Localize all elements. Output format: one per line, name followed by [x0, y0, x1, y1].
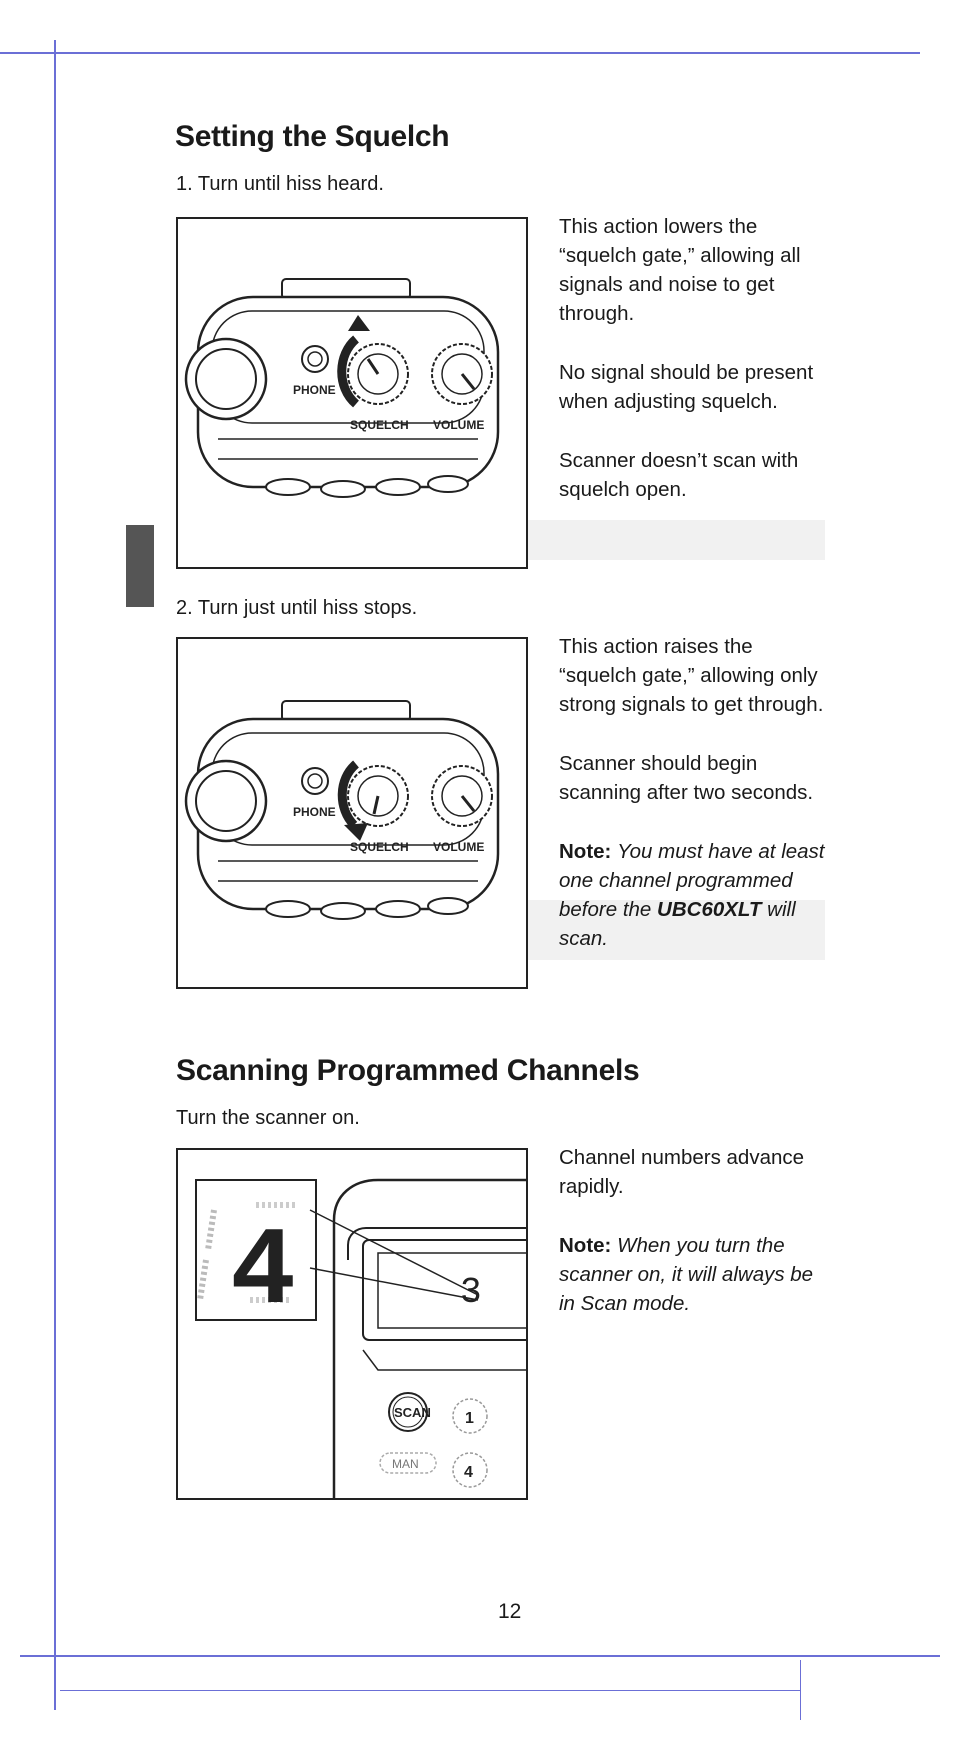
paragraph: Scanner doesn’t scan with squelch open. — [559, 449, 799, 501]
note-text-end: will scan. — [559, 898, 796, 950]
trim-line-right — [800, 1660, 801, 1720]
squelch-label: SQUELCH — [350, 418, 409, 432]
note-label: Note: — [559, 1234, 612, 1257]
paragraph: Channel numbers advance rapidly. — [559, 1146, 805, 1198]
step-1-description: This action lowers the “squelch gate,” a… — [559, 212, 829, 534]
step-2-label: 2. Turn just until hiss stops. — [176, 597, 418, 619]
bleed-through — [485, 900, 825, 960]
section-2-intro: Turn the scanner on. — [176, 1107, 360, 1129]
paragraph: This action raises the “squelch gate,” a… — [559, 635, 824, 716]
page-number: 12 — [498, 1600, 522, 1623]
paragraph: No signal should be present when adjusti… — [559, 361, 814, 413]
paragraph: This action lowers the “squelch gate,” a… — [559, 215, 801, 325]
key-1: 1 — [465, 1410, 474, 1427]
note-text: You must have at least one channel progr… — [559, 840, 825, 921]
note-label: Note: — [559, 840, 612, 863]
trim-line-bottom — [20, 1655, 940, 1657]
figure-squelch-open: PHONE SQUELCH VOLUME — [176, 217, 528, 569]
key-4: 4 — [464, 1464, 473, 1481]
note-text: When you turn the scanner on, it will al… — [559, 1234, 814, 1315]
trim-line-left — [54, 40, 56, 1710]
man-key: MAN — [392, 1457, 419, 1471]
scan-key: SCAN — [394, 1405, 431, 1420]
step-1-label: 1. Turn until hiss heard. — [176, 173, 384, 195]
figure-squelch-closed: PHONE SQUELCH VOLUME — [176, 637, 528, 989]
volume-label: VOLUME — [433, 840, 484, 854]
note-paragraph: Note: You must have at least one channel… — [559, 837, 829, 953]
note-paragraph: Note: When you turn the scanner on, it w… — [559, 1231, 834, 1318]
section-title-scanning: Scanning Programmed Channels — [176, 1054, 640, 1087]
paragraph: Scanner should begin scanning after two … — [559, 752, 814, 804]
squelch-label: SQUELCH — [350, 840, 409, 854]
phone-label: PHONE — [293, 805, 336, 819]
section-2-description: Channel numbers advance rapidly. Note: W… — [559, 1143, 834, 1348]
volume-label: VOLUME — [433, 418, 484, 432]
bleed-through — [485, 520, 825, 560]
channel-display-small: 3 — [460, 1272, 482, 1313]
thumb-tab-marker — [126, 525, 154, 607]
trim-line-bottom-lower — [60, 1690, 800, 1691]
trim-line-top — [0, 52, 920, 54]
section-title-squelch: Setting the Squelch — [175, 120, 450, 153]
figure-scanner-display: 3 4 SCAN 1 MAN 4 — [176, 1148, 528, 1500]
channel-display-big: 4 — [230, 1211, 296, 1336]
step-2-description: This action raises the “squelch gate,” a… — [559, 632, 829, 983]
phone-label: PHONE — [293, 383, 336, 397]
model-name: UBC60XLT — [657, 898, 762, 921]
